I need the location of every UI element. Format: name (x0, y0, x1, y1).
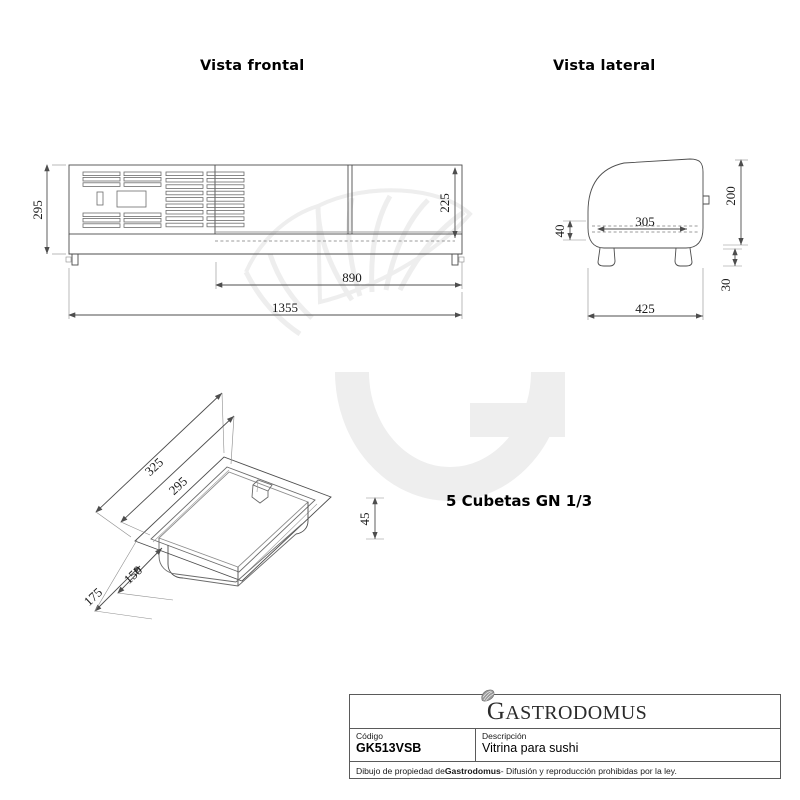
codigo-label: Código (356, 731, 383, 741)
front-view-title: Vista frontal (200, 58, 305, 74)
codigo-field: Código GK513VSB (350, 729, 476, 761)
gastrodomus-logo: GASTRODOMUS (481, 689, 648, 724)
dim-pan-outer-length: 325 (142, 455, 166, 479)
dim-pan-inner-width: 150 (121, 563, 145, 587)
dim-side-leg-height: 30 (718, 279, 733, 292)
descripcion-label: Descripción (482, 731, 527, 741)
title-block-fields: Código GK513VSB Descripción Vitrina para… (350, 729, 780, 762)
logo-initial: G (486, 698, 506, 725)
codigo-value: GK513VSB (356, 741, 422, 755)
dim-front-total-width: 1355 (272, 300, 298, 315)
title-block-logo-row: GASTRODOMUS (350, 689, 780, 729)
copyright-notice: Dibujo de propiedad de Gastrodomus - Dif… (350, 762, 780, 780)
side-view-title: Vista lateral (553, 58, 656, 74)
logo-wordmark: ASTRODOMUS (505, 702, 648, 724)
dim-side-total-depth: 425 (635, 301, 655, 316)
dim-side-upper-height: 200 (723, 186, 738, 206)
copyright-suffix: - Difusión y reproducción prohibidas por… (500, 766, 677, 776)
dim-side-inner-depth: 305 (635, 214, 655, 229)
title-block: GASTRODOMUS Código GK513VSB Descripción … (349, 689, 781, 780)
logo-text: GASTRODOMUS (487, 699, 648, 724)
dim-side-lower-height: 40 (552, 225, 567, 238)
dim-front-height: 295 (30, 200, 45, 220)
shell-icon (481, 689, 495, 702)
dim-pan-depth: 45 (357, 513, 372, 526)
dim-pan-outer-width: 175 (81, 585, 105, 609)
dim-front-body-height: 225 (437, 193, 452, 213)
pan-quantity-note: 5 Cubetas GN 1/3 (446, 492, 593, 510)
copyright-prefix: Dibujo de propiedad de (356, 766, 445, 776)
dim-front-glass-width: 890 (342, 270, 362, 285)
copyright-brand: Gastrodomus (444, 766, 501, 776)
descripcion-value: Vitrina para sushi (482, 741, 579, 755)
descripcion-field: Descripción Vitrina para sushi (476, 729, 780, 761)
